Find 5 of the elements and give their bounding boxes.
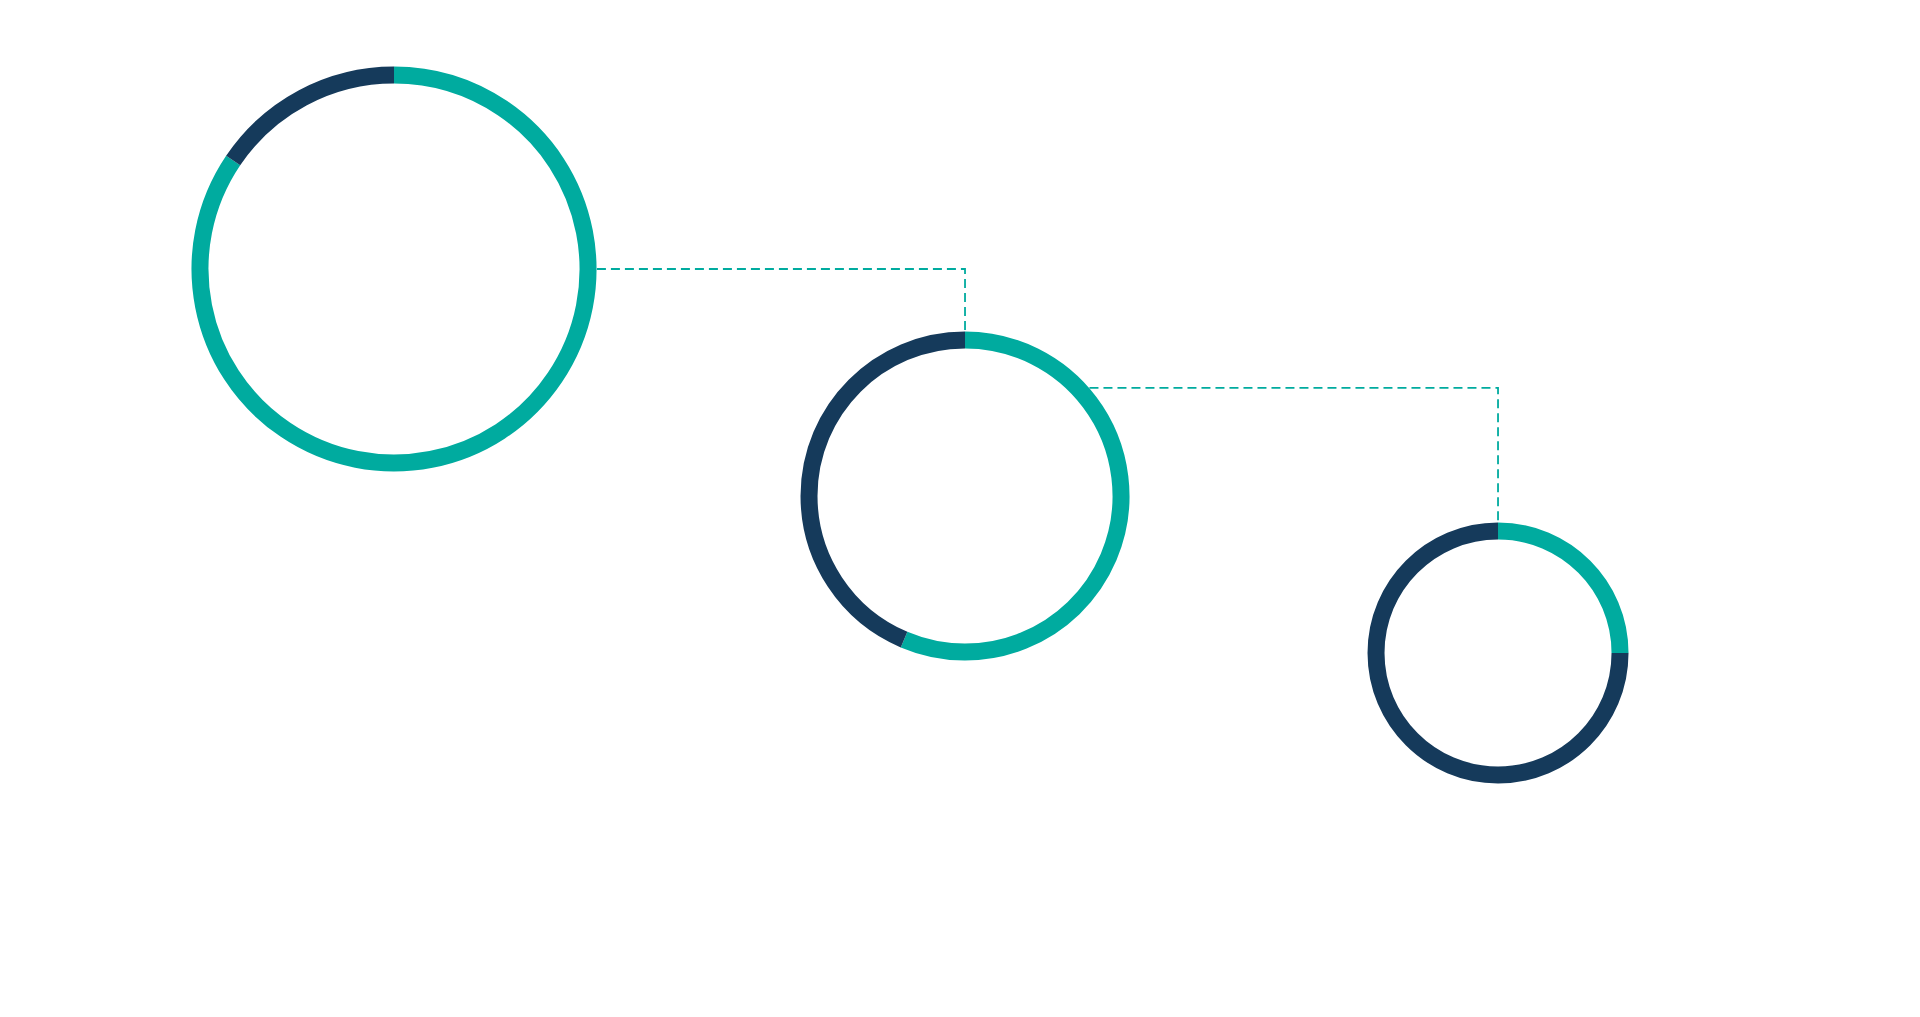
connector-line: [1088, 386, 1499, 523]
connector-line: [596, 268, 966, 332]
ring-chart: [191, 66, 597, 472]
ring-chart: [1367, 522, 1629, 784]
ring-chart: [800, 331, 1130, 661]
